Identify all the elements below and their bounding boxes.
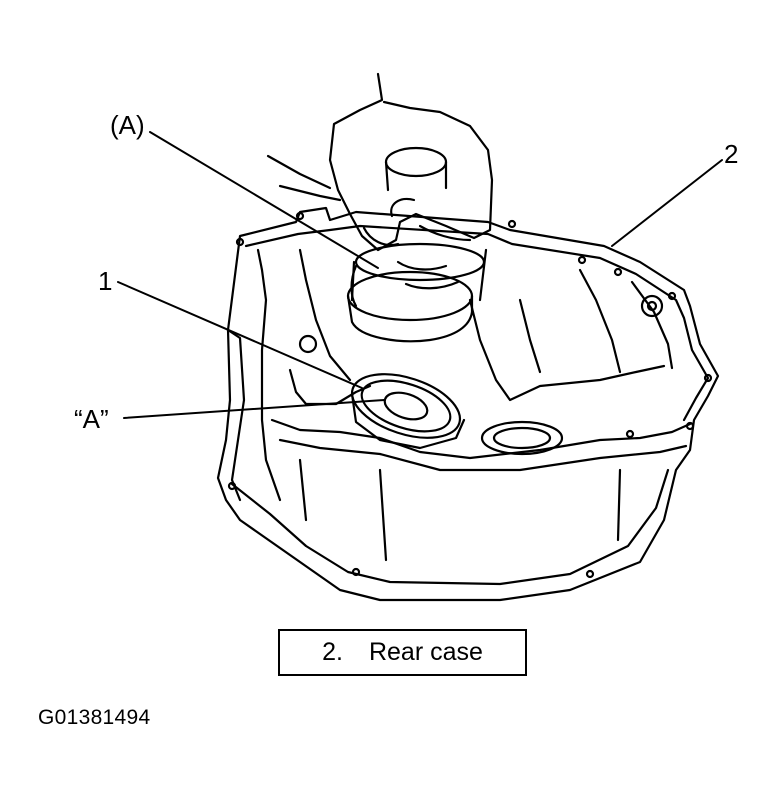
leader-part-1 [117,281,363,389]
leader-lines [117,131,723,419]
legend-label: Rear case [368,638,483,666]
callout-point-a: “A” [74,404,109,434]
rear-case [216,206,720,602]
leader-part-2 [611,159,723,247]
leader-tool-a [149,131,379,269]
leader-point-a [123,399,385,419]
hand [266,72,494,290]
callout-tool-a: (A) [110,110,145,140]
legend-box: 2. Rear case [278,629,527,676]
legend-number: 2. [322,638,343,666]
callout-part-1: 1 [98,266,113,296]
oil-seal [350,373,466,450]
callout-part-2: 2 [724,139,739,169]
figure-id: G01381494 [38,706,151,729]
installer-tool [346,146,488,343]
